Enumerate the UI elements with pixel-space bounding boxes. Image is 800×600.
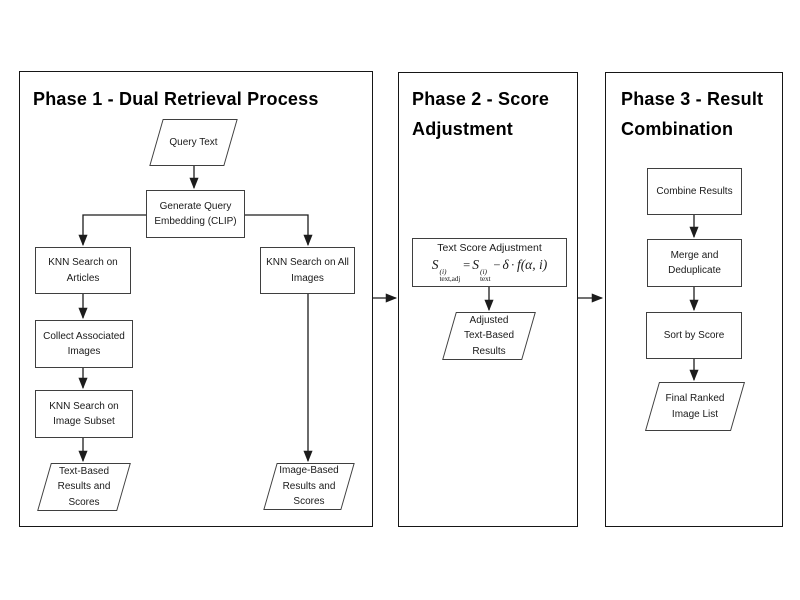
phase2-panel (398, 72, 578, 527)
node-knn-search-image-subset: KNN Search on Image Subset (35, 390, 133, 438)
phase2-title: Phase 2 - Score Adjustment (412, 89, 550, 139)
node-text-based-results: Text-Based Results and Scores (35, 463, 133, 511)
node-label: Merge and Deduplicate (668, 249, 721, 277)
node-knn-search-articles: KNN Search on Articles (35, 247, 131, 294)
node-final-ranked-image-list: Final Ranked Image List (643, 382, 747, 431)
node-adjusted-text-based-results: Adjusted Text-Based Results (440, 312, 538, 360)
phase3-title: Phase 3 - Result Combination (621, 89, 764, 139)
arrow-embedding-to-knn-articles (78, 214, 146, 247)
formula-dot: · (510, 257, 515, 272)
node-label: Sort by Score (663, 329, 725, 341)
formula-rhs-scripts: (i)text (479, 266, 491, 284)
formula-rhs-sub: text (479, 274, 491, 284)
formula-box-title: Text Score Adjustment (437, 242, 542, 255)
node-label: Combine Results (656, 185, 733, 197)
node-label: Text-Based Results and Scores (57, 465, 111, 508)
node-label: KNN Search on Articles (48, 257, 118, 284)
formula-rhs-sup: (i) (479, 266, 488, 276)
arrow-embedding-to-knn-all-images (245, 214, 313, 247)
node-query-text: Query Text (147, 119, 240, 166)
node-label: Collect Associated Images (43, 330, 125, 358)
formula-lhs-sub: text,adj (439, 274, 461, 284)
formula-function: f(α, i) (516, 256, 548, 272)
node-sort-by-score: Sort by Score (646, 312, 742, 359)
node-label: Image-Based Results and Scores (279, 465, 339, 508)
phase1-title: Phase 1 - Dual Retrieval Process (33, 89, 319, 109)
node-label: KNN Search on All Images (266, 257, 349, 284)
node-merge-deduplicate: Merge and Deduplicate (647, 239, 742, 287)
formula-lhs-sup: (i) (439, 266, 447, 276)
node-collect-associated-images: Collect Associated Images (35, 320, 133, 368)
formula-lhs-scripts: (i)text,adj (439, 268, 460, 283)
node-combine-results: Combine Results (647, 168, 742, 215)
score-adjustment-formula: S(i)text,adj=S(i)text−δ·f(α, i) (432, 255, 548, 283)
formula-lhs-base: S (431, 256, 439, 272)
node-knn-search-all-images: KNN Search on All Images (260, 247, 355, 294)
node-label: Query Text (169, 136, 218, 148)
node-text-score-adjustment: Text Score Adjustment S(i)text,adj=S(i)t… (412, 238, 567, 287)
formula-minus: − (493, 257, 501, 272)
formula-rhs-base: S (472, 256, 479, 272)
node-label: Adjusted Text-Based Results (463, 314, 515, 357)
node-label: KNN Search on Image Subset (49, 400, 119, 428)
node-generate-query-embedding: Generate Query Embedding (CLIP) (146, 190, 245, 238)
node-label: Generate Query Embedding (CLIP) (154, 200, 237, 228)
node-image-based-results: Image-Based Results and Scores (261, 463, 357, 510)
node-label: Final Ranked Image List (665, 393, 725, 420)
formula-delta: δ (502, 256, 509, 272)
formula-equals: = (463, 257, 471, 272)
